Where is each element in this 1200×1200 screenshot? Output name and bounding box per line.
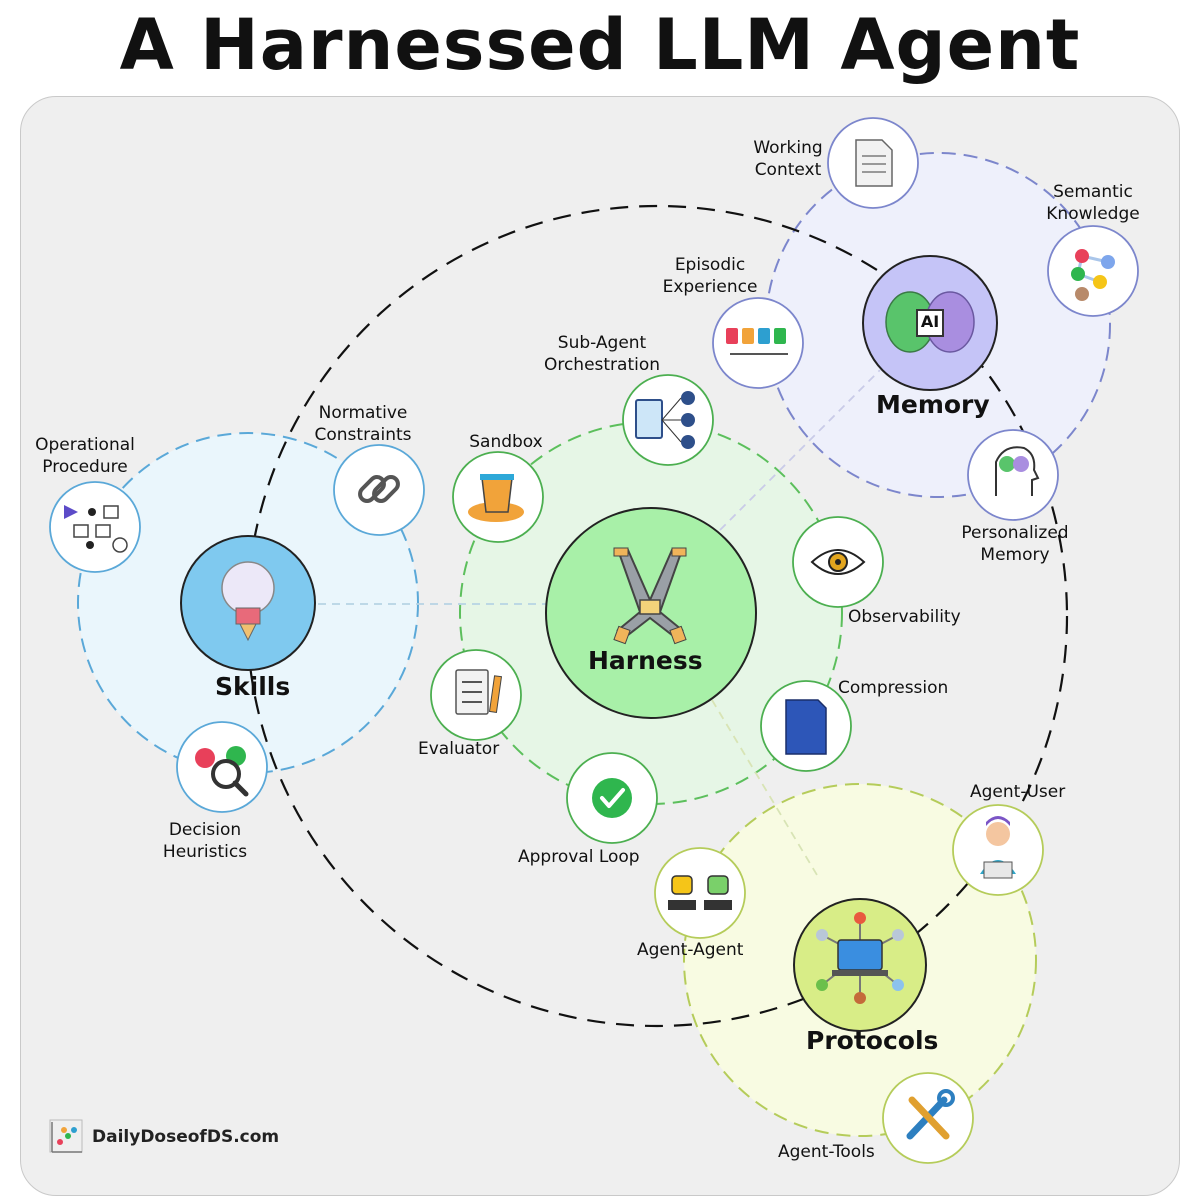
compression-label: Compression (838, 678, 949, 698)
semantic-label-line-2: Knowledge (1046, 204, 1140, 224)
approval-loop-label: Approval Loop (518, 847, 640, 867)
robots-clipboard-icon (635, 391, 695, 449)
personalized-label-line-2: Memory (980, 545, 1050, 565)
network-laptop-icon (816, 912, 904, 1004)
connector-harness-memory (719, 369, 881, 531)
normative-label-line-1: Normative (318, 403, 408, 423)
memory-hub (862, 255, 998, 391)
memory-label: Memory (876, 390, 990, 419)
head-brain-icon (995, 446, 1040, 496)
semantic-label-line-1: Semantic (1053, 182, 1133, 202)
evaluator-node (430, 649, 522, 741)
protocols-label: Protocols (806, 1026, 939, 1055)
personalized-memory-node (967, 429, 1059, 521)
lightbulb-icon (221, 561, 275, 642)
agent-user-label: Agent-User (970, 782, 1066, 802)
semantic-knowledge-node (1047, 225, 1139, 317)
wrench-pencil-icon (906, 1089, 955, 1140)
normative-label-line-2: Constraints (314, 425, 412, 445)
agent-agent-label: Agent-Agent (637, 940, 744, 960)
harness-label: Harness (588, 646, 703, 675)
decision-heuristics-node (176, 721, 268, 813)
compression-node (760, 680, 852, 772)
page-title: A Harnessed LLM Agent (119, 4, 1081, 86)
working-context-label-line-2: Context (754, 160, 822, 180)
brand-label: DailyDoseofDS.com (92, 1127, 280, 1147)
normative-constraints-node (333, 444, 425, 536)
harness-icon (613, 547, 687, 645)
sub-agent-label: Sub-Agent Orchestration (527, 332, 677, 376)
normative-label: Normative Constraints (300, 402, 426, 446)
chain-link-icon (358, 475, 400, 503)
observability-label: Observability (848, 607, 961, 627)
agent-user-node (952, 804, 1044, 896)
working-context-label: Working Context (738, 137, 838, 181)
sub-agent-label-line-2: Orchestration (543, 355, 661, 375)
agent-tools-node (882, 1072, 974, 1164)
skills-hub (180, 535, 316, 671)
timeline-icon (726, 328, 788, 355)
compress-file-icon (785, 699, 827, 755)
sub-agent-label-line-1: Sub-Agent (557, 333, 647, 353)
operational-procedure-node (49, 481, 141, 573)
person-laptop-icon (980, 816, 1016, 879)
knowledge-graph-icon (1071, 249, 1115, 301)
operational-label-line-1: Operational (35, 435, 135, 455)
agent-agent-node (654, 847, 746, 939)
two-robots-icon (668, 875, 732, 910)
episodic-label-line-1: Episodic (674, 255, 746, 275)
working-context-label-line-1: Working (753, 138, 823, 158)
decision-label-line-1: Decision (168, 820, 242, 840)
protocols-hub (793, 898, 927, 1032)
decision-label-line-2: Heuristics (162, 842, 248, 862)
decision-label: Decision Heuristics (150, 819, 260, 863)
operational-label: Operational Procedure (22, 434, 148, 478)
approval-loop-node (566, 752, 658, 844)
harness-hub (545, 507, 757, 719)
checklist-icon (455, 669, 503, 715)
agent-tools-label: Agent-Tools (778, 1142, 875, 1162)
sub-agent-node (622, 374, 714, 466)
episodic-label-line-2: Experience (662, 277, 758, 297)
sandbox-node (452, 451, 544, 543)
connector-harness-protocols (711, 699, 821, 881)
check-circle-icon (592, 778, 632, 818)
episodic-experience-node (712, 297, 804, 389)
document-icon (855, 139, 893, 187)
brain-icon (885, 291, 975, 353)
observability-node (792, 516, 884, 608)
flowchart-icon (64, 505, 128, 553)
ai-chip-label: AI (920, 312, 940, 331)
sandbox-label: Sandbox (469, 432, 543, 452)
episodic-label: Episodic Experience (656, 254, 764, 298)
personalized-label: Personalized Memory (950, 522, 1080, 566)
operational-label-line-2: Procedure (42, 457, 128, 477)
eye-icon (810, 549, 866, 575)
sand-bucket-icon (468, 474, 524, 522)
brand-logo-icon (49, 1119, 83, 1153)
skills-label: Skills (215, 672, 291, 701)
personalized-label-line-1: Personalized (961, 523, 1069, 543)
semantic-label: Semantic Knowledge (1036, 181, 1150, 225)
working-context-node (827, 117, 919, 209)
magnifier-icon (195, 746, 249, 797)
evaluator-label: Evaluator (418, 739, 500, 759)
